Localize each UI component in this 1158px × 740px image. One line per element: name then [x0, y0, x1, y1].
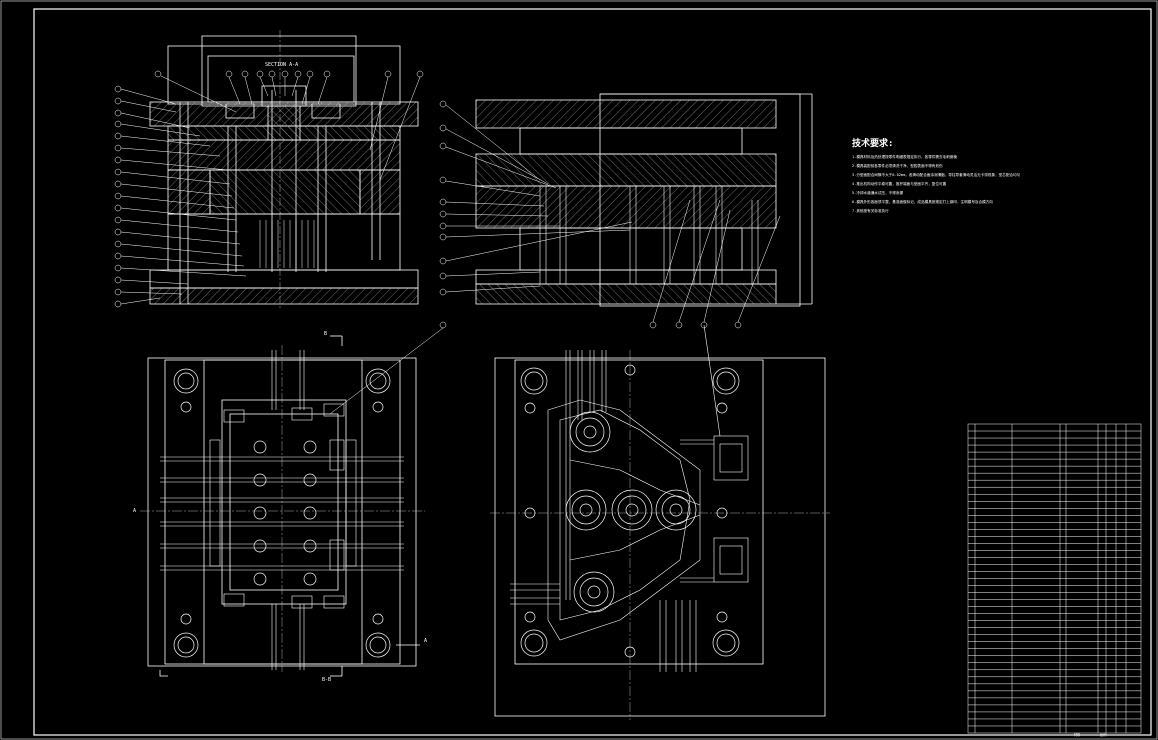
note-4: 4.推出机构动作平稳可靠，推杆端面与型面平齐，复位可靠: [852, 181, 947, 186]
marker-b-bottom: B-B: [322, 677, 331, 683]
marker-a-right: A: [424, 638, 427, 644]
note-5: 5.冷却水道通水试压，不得渗漏: [852, 190, 903, 195]
notes-title: 技术要求:: [852, 137, 893, 149]
plan-view-moving-half: [490, 324, 830, 720]
title-block-material: 材料: [1074, 732, 1081, 737]
section-view-side: [329, 93, 813, 415]
note-6: 6.模具外形各面须平整，基准面做标记，成品模具按规定打上钢印，注明模号及合模方向: [852, 199, 993, 204]
section-label: SECTION A-A: [265, 62, 298, 68]
note-2: 2.模具装配前各零件必须清洗干净，型腔表面不得有划伤: [852, 163, 943, 168]
marker-b-top: B: [324, 331, 327, 337]
note-1: 1.模具材料及热处理按零件明细表规定执行，各零件需去毛刺倒棱: [852, 154, 957, 159]
parts-list-table: [967, 423, 1142, 734]
section-view-a-a: [114, 30, 424, 310]
technical-notes: 技术要求: 1.模具材料及热处理按零件明细表规定执行，各零件需去毛刺倒棱 2.模…: [852, 137, 1021, 213]
marker-a-left: A: [133, 508, 136, 514]
title-block-scale: 比例: [1100, 732, 1107, 737]
note-3: 3.分型面配合间隙不大于0.02mm，各滑动配合面涂润滑脂，导柱导套滑动灵活无卡…: [852, 172, 1021, 177]
note-7: 7.其他按有关标准执行: [852, 208, 889, 213]
plan-view-fixed-half: [140, 335, 425, 677]
